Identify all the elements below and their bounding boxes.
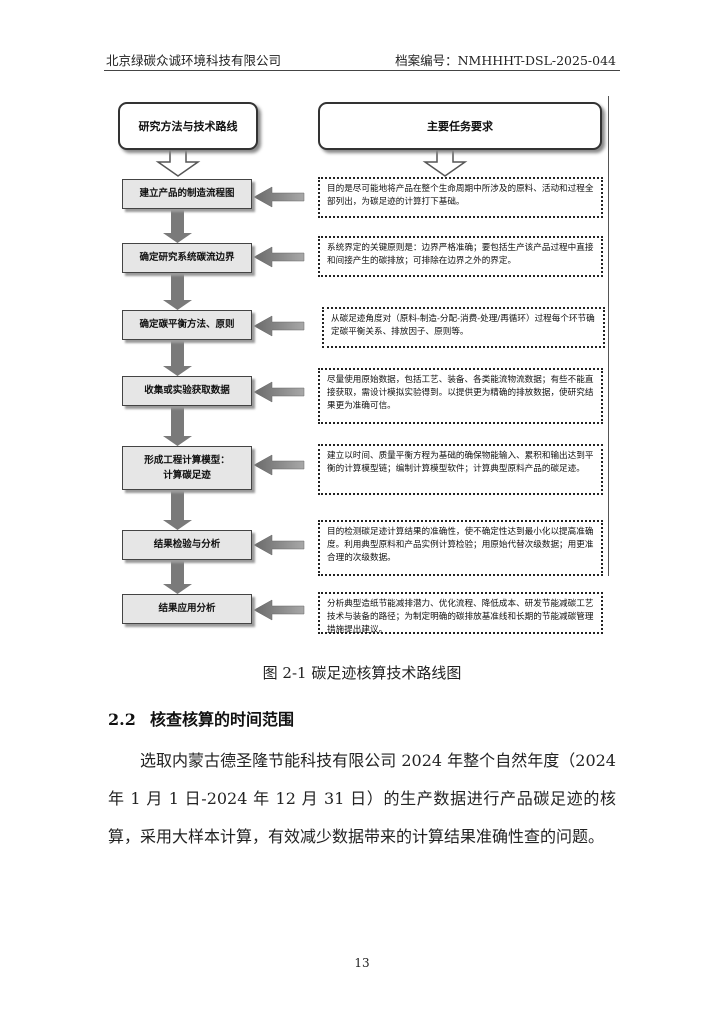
step-label: 结果应用分析	[158, 603, 216, 615]
description-text: 系统界定的关键原则是：边界严格准确；要包括生产该产品过程中直接和间接产生的碳排放…	[327, 243, 594, 266]
description-box-2: 系统界定的关键原则是：边界严格准确；要包括生产该产品过程中直接和间接产生的碳排放…	[318, 236, 603, 277]
step-label: 形成工程计算模型：	[144, 454, 230, 466]
step-box-1: 建立产品的制造流程图	[122, 179, 252, 209]
tasks-title: 主要任务要求	[427, 120, 493, 133]
left-arrow	[253, 381, 305, 403]
description-text: 目的是尽可能地将产品在整个生命周期中所涉及的原料、活动和过程全部列出，为碳足迹的…	[327, 184, 594, 207]
paragraph-text: 选取内蒙古德圣隆节能科技有限公司 2024 年整个自然年度（2024 年 1 月…	[108, 751, 616, 846]
description-box-1: 目的是尽可能地将产品在整个生命周期中所涉及的原料、活动和过程全部列出，为碳足迹的…	[318, 177, 603, 218]
step-label: 确定研究系统碳流边界	[139, 252, 235, 264]
diagram-arrows	[155, 149, 468, 621]
body-paragraph: 选取内蒙古德圣隆节能科技有限公司 2024 年整个自然年度（2024 年 1 月…	[108, 742, 616, 856]
methods-title: 研究方法与技术路线	[138, 120, 238, 133]
section-title: 核查核算的时间范围	[150, 710, 295, 729]
description-text: 目的检测碳足迹计算结果的准确性，使不确定性达到最小化以提高准确度。利用典型原料和…	[327, 527, 594, 563]
right-top-down-arrow	[422, 149, 468, 177]
down-arrow	[163, 209, 192, 243]
left-arrow	[253, 599, 305, 621]
left-arrow	[253, 186, 305, 208]
left-arrow	[253, 246, 305, 268]
header-archive-number: 档案编号：NMHHHT-DSL-2025-044	[395, 53, 616, 68]
tasks-title-box: 主要任务要求	[318, 102, 602, 150]
down-arrow	[163, 490, 192, 530]
step-label: 收集或实验获取数据	[144, 385, 230, 397]
step-box-5: 形成工程计算模型： 计算碳足迹	[122, 446, 252, 490]
description-box-5: 建立以时间、质量平衡方程为基础的确保物能输入、累积和输出达到平衡的计算模型链；编…	[318, 444, 603, 495]
page-number: 13	[354, 956, 370, 970]
right-margin-line	[608, 96, 609, 576]
header-company: 北京绿碳众诚环境科技有限公司	[106, 53, 282, 68]
description-box-7: 分析典型造纸节能减排潜力、优化流程、降低成本、研发节能减碳工艺技术与装备的路径；…	[318, 592, 603, 635]
step-label-line2: 计算碳足迹	[163, 470, 211, 481]
section-heading: 2.2 核查核算的时间范围	[108, 706, 294, 730]
step-box-4: 收集或实验获取数据	[122, 376, 252, 406]
description-box-6: 目的检测碳足迹计算结果的准确性，使不确定性达到最小化以提高准确度。利用典型原料和…	[318, 520, 603, 576]
step-box-2: 确定研究系统碳流边界	[122, 243, 252, 273]
left-arrow	[253, 315, 305, 337]
left-arrow	[253, 454, 305, 476]
step-label: 建立产品的制造流程图	[139, 188, 235, 200]
step-box-6: 结果检验与分析	[122, 530, 252, 560]
down-arrow	[163, 560, 192, 594]
header-rule	[104, 70, 620, 71]
left-top-down-arrow	[155, 149, 201, 177]
description-text: 建立以时间、质量平衡方程为基础的确保物能输入、累积和输出达到平衡的计算模型链；编…	[327, 451, 594, 474]
step-box-3: 确定碳平衡方法、原则	[122, 310, 252, 340]
step-box-7: 结果应用分析	[122, 594, 252, 624]
figure-caption: 图 2-1 碳足迹核算技术路线图	[262, 664, 462, 682]
left-arrow	[253, 534, 305, 556]
down-arrow	[163, 273, 192, 310]
down-arrow	[163, 406, 192, 446]
down-arrow	[163, 340, 192, 376]
description-box-4: 尽量使用原始数据，包括工艺、装备、各类能流物流数据；有些不能直接获取，需设计模拟…	[318, 368, 603, 424]
description-text: 分析典型造纸节能减排潜力、优化流程、降低成本、研发节能减碳工艺技术与装备的路径；…	[327, 599, 594, 635]
technical-route-diagram: 研究方法与技术路线 主要任务要求 建立产品的制造流程图 确定研究系统碳流边界 确…	[118, 96, 609, 635]
methods-title-box: 研究方法与技术路线	[118, 102, 258, 150]
description-text: 从碳足迹角度对（原料-制造-分配-消费-处理/再循环）过程每个环节确定碳平衡关系…	[331, 314, 595, 337]
step-label: 结果检验与分析	[153, 539, 221, 551]
description-text: 尽量使用原始数据，包括工艺、装备、各类能流物流数据；有些不能直接获取，需设计模拟…	[327, 375, 594, 411]
section-number: 2.2	[108, 710, 136, 729]
description-box-3: 从碳足迹角度对（原料-制造-分配-消费-处理/再循环）过程每个环节确定碳平衡关系…	[322, 307, 605, 348]
step-label: 确定碳平衡方法、原则	[139, 319, 235, 331]
